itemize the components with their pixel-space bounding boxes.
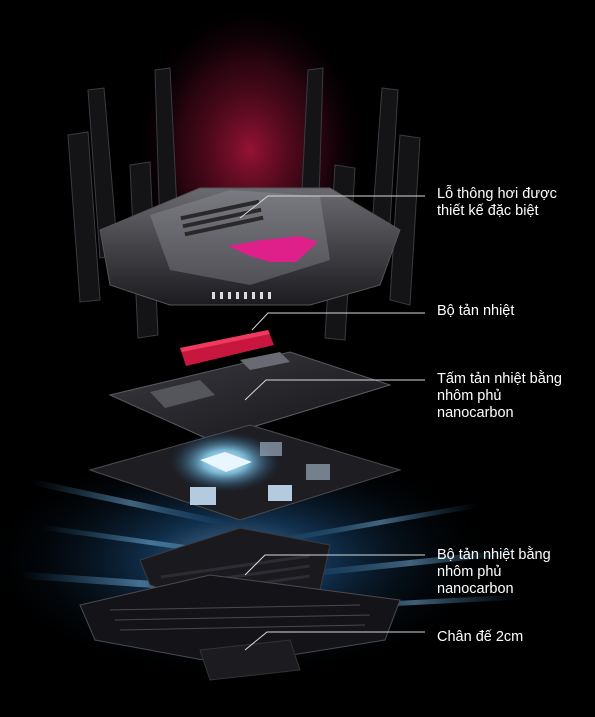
aluminum-plate [108, 351, 392, 441]
leader-line-stand [244, 631, 425, 651]
label-stand: Chân đế 2cm [437, 629, 524, 645]
label-vent: Lỗ thông hơi được thiết kế đặc biệt [437, 186, 557, 219]
label-aluminum-plate: Tấm tản nhiệt bằng nhôm phủ nanocarbon [437, 371, 562, 421]
rog-logo [228, 236, 318, 262]
leader-line-heatsink [251, 312, 425, 331]
leader-lines [239, 195, 425, 651]
label-aluminum-heatsink: Bộ tản nhiệt bằng nhôm phủ nanocarbon [437, 547, 551, 597]
leader-line-vent [239, 195, 425, 219]
pcb-board [88, 424, 402, 521]
leader-line-plate [244, 379, 425, 401]
red-heatsink [180, 330, 274, 366]
base-stand [79, 574, 401, 681]
router-top-unit [67, 67, 421, 341]
leader-line-bottom-heatsink [244, 554, 425, 576]
label-heatsink: Bộ tản nhiệt [437, 303, 515, 319]
